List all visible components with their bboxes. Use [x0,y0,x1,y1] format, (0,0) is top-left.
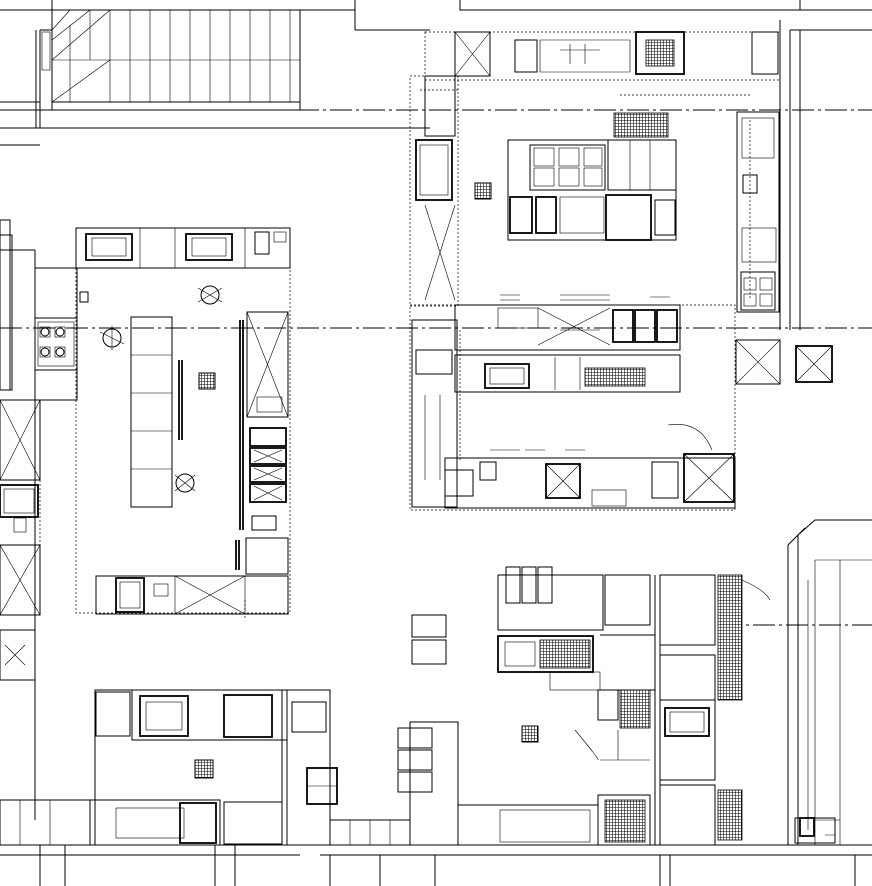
center-top-kitchen [409,31,781,307]
service-lines [39,89,751,620]
bottom-left-room [0,689,338,846]
left-kitchen-block [75,227,291,615]
bottom-center-area [329,566,661,846]
center-middle-kitchen [409,294,736,511]
left-edge-equipment [0,234,78,681]
bottom-right-area [659,574,840,846]
staircase [41,9,301,103]
right-wall-equipment [735,111,833,385]
structural-axes [0,109,872,626]
seating-figure [99,285,223,493]
